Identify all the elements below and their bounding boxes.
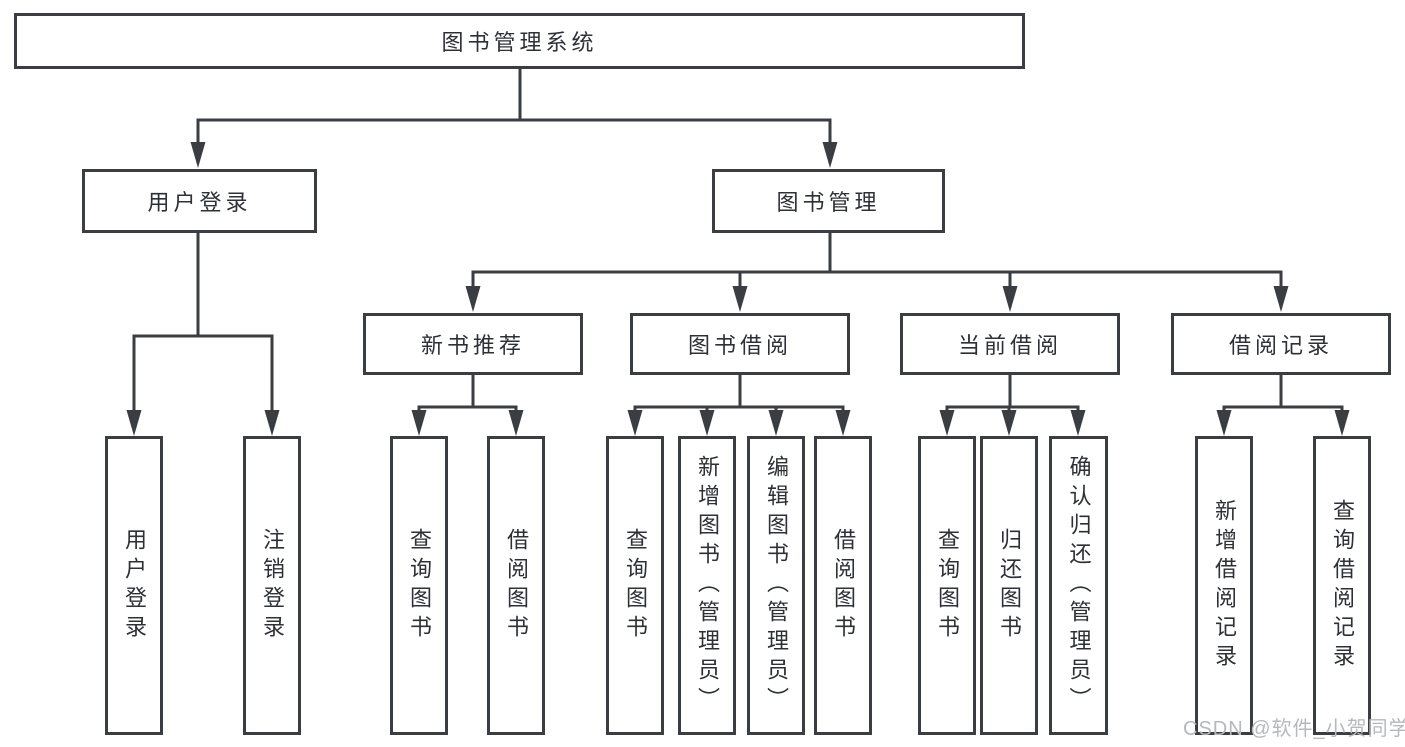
connector-root-split [190, 69, 838, 168]
node-new-book-recommend: 新书推荐 [363, 313, 583, 375]
node-leaf-add-books-admin-label: 新增图书（管理员） [695, 455, 720, 716]
connector-new-book-recommend-split [411, 375, 524, 436]
node-leaf-current-query-books-label: 查询图书 [935, 527, 960, 644]
node-leaf-recommend-query-books: 查询图书 [390, 436, 448, 735]
node-leaf-user-login-label: 用户登录 [122, 527, 147, 644]
node-root: 图书管理系统 [14, 13, 1025, 69]
node-book-borrow-label: 图书借阅 [687, 333, 792, 358]
node-leaf-add-books-admin: 新增图书（管理员） [678, 436, 736, 735]
node-leaf-confirm-return-admin-label: 确认归还（管理员） [1066, 455, 1092, 716]
connector-borrow-records-split [1216, 375, 1350, 436]
connector-current-borrow-split [939, 375, 1086, 436]
node-leaf-borrow-query-books: 查询图书 [606, 436, 664, 735]
node-leaf-logout: 注销登录 [243, 436, 301, 735]
node-leaf-query-borrow-record: 查询借阅记录 [1313, 436, 1371, 735]
node-leaf-add-borrow-record-label: 新增借阅记录 [1212, 498, 1237, 673]
connector-book-management-split [465, 233, 1289, 312]
node-leaf-query-borrow-record-label: 查询借阅记录 [1330, 498, 1355, 673]
node-leaf-recommend-borrow-books: 借阅图书 [487, 436, 545, 735]
node-leaf-borrow-borrow-books-label: 借阅图书 [831, 527, 856, 644]
watermark-text: CSDN @软件_小贺同学 [1183, 718, 1405, 740]
node-leaf-current-query-books: 查询图书 [918, 436, 976, 735]
connector-book-borrow-split [627, 375, 851, 436]
node-leaf-add-borrow-record: 新增借阅记录 [1195, 436, 1253, 735]
node-leaf-return-books-label: 归还图书 [997, 527, 1022, 644]
node-leaf-recommend-query-books-label: 查询图书 [407, 527, 432, 644]
node-leaf-borrow-query-books-label: 查询图书 [623, 527, 648, 644]
node-leaf-edit-books-admin: 编辑图书（管理员） [747, 436, 805, 735]
node-book-management: 图书管理 [712, 169, 945, 233]
node-user-login: 用户登录 [82, 169, 317, 233]
node-borrow-records-label: 借阅记录 [1228, 333, 1333, 358]
node-leaf-return-books: 归还图书 [980, 436, 1038, 735]
node-leaf-borrow-borrow-books: 借阅图书 [814, 436, 872, 735]
connector-user-login-split [126, 233, 280, 436]
node-leaf-confirm-return-admin: 确认归还（管理员） [1049, 436, 1108, 735]
node-current-borrow-label: 当前借阅 [957, 333, 1062, 358]
node-root-label: 图书管理系统 [441, 30, 598, 55]
node-new-book-recommend-label: 新书推荐 [420, 333, 525, 358]
node-leaf-recommend-borrow-books-label: 借阅图书 [504, 527, 529, 644]
node-book-management-label: 图书管理 [776, 190, 881, 215]
node-book-borrow: 图书借阅 [630, 313, 850, 375]
node-user-login-label: 用户登录 [147, 190, 252, 215]
node-borrow-records: 借阅记录 [1171, 313, 1391, 375]
node-leaf-logout-label: 注销登录 [260, 527, 285, 644]
node-current-borrow: 当前借阅 [900, 313, 1120, 375]
node-leaf-edit-books-admin-label: 编辑图书（管理员） [764, 455, 789, 716]
node-leaf-user-login: 用户登录 [105, 436, 163, 735]
